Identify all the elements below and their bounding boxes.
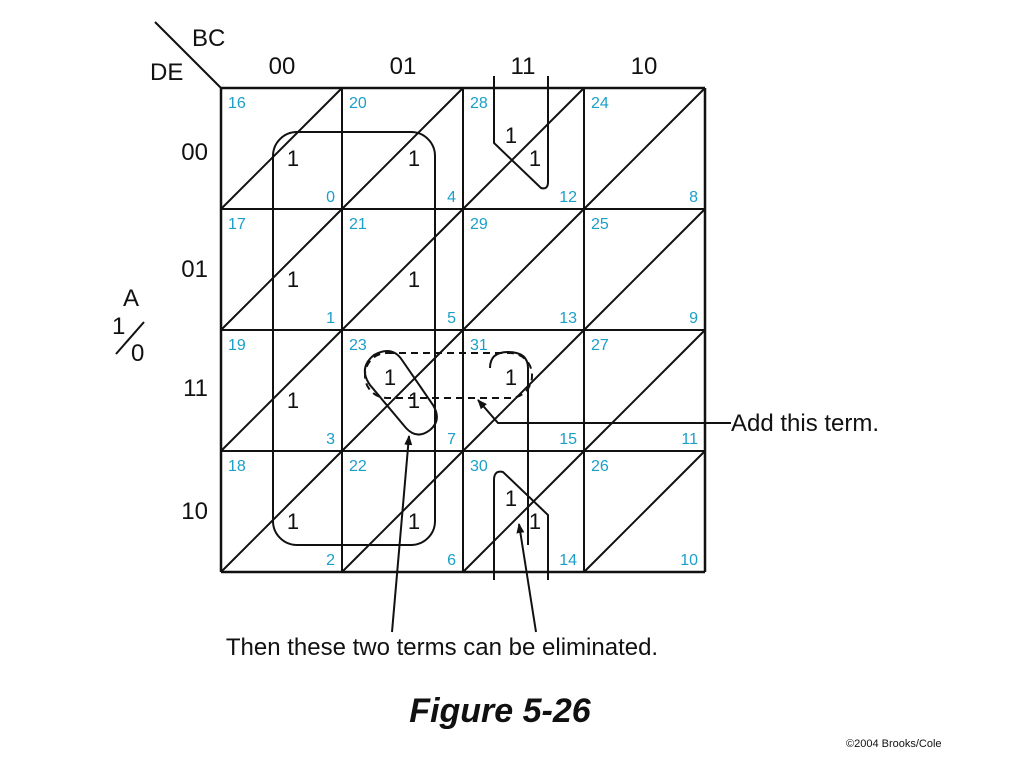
cell-one: 1 bbox=[408, 509, 420, 534]
cell-index-lower: 14 bbox=[559, 552, 577, 569]
cell-index-lower: 5 bbox=[447, 310, 456, 327]
cell-index-lower: 0 bbox=[326, 189, 335, 206]
cell-one: 1 bbox=[505, 365, 517, 390]
arrow-eliminate-right bbox=[516, 523, 537, 633]
cell-diagonal bbox=[462, 87, 585, 210]
cell-one: 1 bbox=[287, 388, 299, 413]
col-header: 10 bbox=[631, 53, 658, 80]
cell-index-upper: 25 bbox=[591, 216, 609, 233]
eliminate-note: Then these two terms can be eliminated. bbox=[226, 634, 658, 661]
split-slash bbox=[115, 321, 145, 355]
cell-index-upper: 27 bbox=[591, 337, 609, 354]
row-header: 11 bbox=[183, 375, 208, 402]
cell-index-lower: 2 bbox=[326, 552, 335, 569]
cell-index-upper: 26 bbox=[591, 458, 609, 475]
corner-diagonal bbox=[154, 21, 222, 89]
loop-bottom-pair bbox=[493, 470, 549, 580]
cell-index-lower: 12 bbox=[559, 189, 577, 206]
cell-diagonal bbox=[462, 450, 585, 573]
cell-index-upper: 20 bbox=[349, 95, 367, 112]
cell-index-lower: 6 bbox=[447, 552, 456, 569]
cell-diagonal bbox=[583, 208, 706, 331]
cell-diagonal bbox=[220, 329, 343, 452]
loop-added-term bbox=[364, 352, 533, 399]
add-term-note: Add this term. bbox=[731, 410, 879, 437]
cell-one: 1 bbox=[529, 146, 541, 171]
cell-index-upper: 17 bbox=[228, 216, 246, 233]
cell-index-upper: 30 bbox=[470, 458, 488, 475]
cell-index-upper: 21 bbox=[349, 216, 367, 233]
cell-diagonal bbox=[341, 87, 464, 210]
cell-one: 1 bbox=[408, 388, 420, 413]
cell-diagonal bbox=[583, 450, 706, 573]
cell-index-lower: 4 bbox=[447, 189, 456, 206]
cell-diagonal bbox=[220, 208, 343, 331]
cell-diagonal bbox=[462, 208, 585, 331]
col-header: 00 bbox=[269, 53, 296, 80]
cell-diagonals bbox=[220, 87, 706, 573]
cell-diagonal bbox=[462, 329, 585, 452]
cell-one: 1 bbox=[529, 509, 541, 534]
figure-title: Figure 5-26 bbox=[409, 692, 591, 730]
cell-index-upper: 24 bbox=[591, 95, 609, 112]
cell-index-lower: 11 bbox=[681, 431, 698, 448]
cell-index-lower: 13 bbox=[559, 310, 577, 327]
split-variable-label: A bbox=[123, 285, 139, 312]
cell-diagonal bbox=[583, 87, 706, 210]
copyright-notice: ©2004 Brooks/Cole bbox=[846, 738, 942, 750]
row-header: 01 bbox=[181, 256, 208, 283]
cell-one: 1 bbox=[287, 146, 299, 171]
loop-large-group bbox=[272, 131, 436, 546]
cell-index-upper: 22 bbox=[349, 458, 367, 475]
arrow-eliminate-left bbox=[391, 435, 413, 633]
cell-one: 1 bbox=[287, 267, 299, 292]
row-variable-label: DE bbox=[150, 59, 183, 86]
cell-index-lower: 15 bbox=[559, 431, 577, 448]
cell-one: 1 bbox=[408, 267, 420, 292]
cell-one: 1 bbox=[505, 123, 517, 148]
split-top-value: 1 bbox=[112, 313, 125, 340]
cell-index-upper: 28 bbox=[470, 95, 488, 112]
row-header: 10 bbox=[181, 498, 208, 525]
cell-indices: 1602042812248171215291325919323731152711… bbox=[228, 95, 698, 569]
cell-index-upper: 23 bbox=[349, 337, 367, 354]
cell-index-lower: 1 bbox=[326, 310, 335, 327]
cell-index-upper: 29 bbox=[470, 216, 488, 233]
cell-index-upper: 19 bbox=[228, 337, 246, 354]
cell-diagonal bbox=[583, 329, 706, 452]
cell-one: 1 bbox=[287, 509, 299, 534]
col-header: 11 bbox=[511, 53, 536, 80]
cell-one: 1 bbox=[408, 146, 420, 171]
cell-one: 1 bbox=[505, 486, 517, 511]
row-headers: 00 01 11 10 bbox=[181, 139, 208, 525]
col-header: 01 bbox=[390, 53, 417, 80]
cell-diagonal bbox=[341, 208, 464, 331]
cell-index-upper: 18 bbox=[228, 458, 246, 475]
arrow-add-term bbox=[477, 399, 731, 424]
cell-index-lower: 9 bbox=[689, 310, 698, 327]
cell-diagonal bbox=[220, 450, 343, 573]
cell-index-lower: 7 bbox=[447, 431, 456, 448]
cell-index-upper: 31 bbox=[470, 337, 488, 354]
split-bottom-value: 0 bbox=[131, 340, 144, 367]
cell-one: 1 bbox=[384, 365, 396, 390]
cell-index-lower: 8 bbox=[689, 189, 698, 206]
cell-diagonal bbox=[220, 87, 343, 210]
cell-index-lower: 10 bbox=[680, 552, 698, 569]
row-header: 00 bbox=[181, 139, 208, 166]
column-headers: 00 01 11 10 bbox=[269, 53, 658, 80]
cell-diagonal bbox=[341, 329, 464, 452]
cell-index-upper: 16 bbox=[228, 95, 246, 112]
loop-top-pair bbox=[493, 76, 549, 190]
col-variable-label: BC bbox=[192, 25, 225, 52]
cell-index-lower: 3 bbox=[326, 431, 335, 448]
